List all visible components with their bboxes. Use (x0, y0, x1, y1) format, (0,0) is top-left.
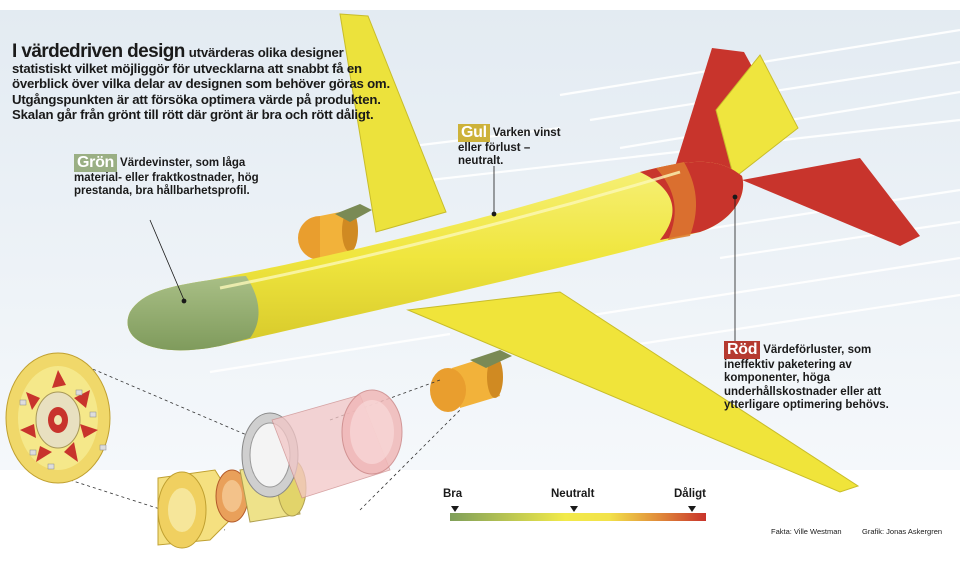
lower-engine (430, 350, 512, 412)
fuselage (127, 161, 744, 351)
horizontal-stabilizer (742, 158, 920, 246)
lower-wing (406, 291, 860, 493)
exploded-engine-view (5, 352, 461, 549)
credit-facts: Fakta: Ville Westman (771, 527, 842, 536)
intro-body: utvärderas olika designer statistiskt vi… (12, 45, 390, 122)
upper-wing (339, 13, 447, 233)
tail-fin-yellow (715, 54, 799, 179)
leader-lines (149, 166, 738, 352)
fuselage-nose (127, 276, 259, 351)
tag-yellow: Gul (458, 124, 490, 142)
scale-label-good: Bra (443, 488, 463, 500)
callout-red-text: Värdeförluster, som ineffektiv paketerin… (724, 344, 889, 411)
scale-label-bad: Dåligt (674, 488, 706, 500)
tag-red: Röd (724, 341, 761, 359)
scale-markers (451, 506, 696, 512)
tag-green: Grön (74, 154, 118, 172)
headline: I värdedriven design (12, 41, 185, 62)
upper-engine (298, 204, 372, 260)
scale-label-neutral: Neutralt (551, 488, 595, 500)
callout-yellow-text: Varken vinst eller förlust – neutralt. (458, 127, 561, 168)
callout-green-text: Värdevinster, som låga material- eller f… (74, 157, 259, 198)
credit-graphic: Grafik: Jonas Askergren (862, 527, 943, 536)
scale-bar (450, 513, 706, 521)
